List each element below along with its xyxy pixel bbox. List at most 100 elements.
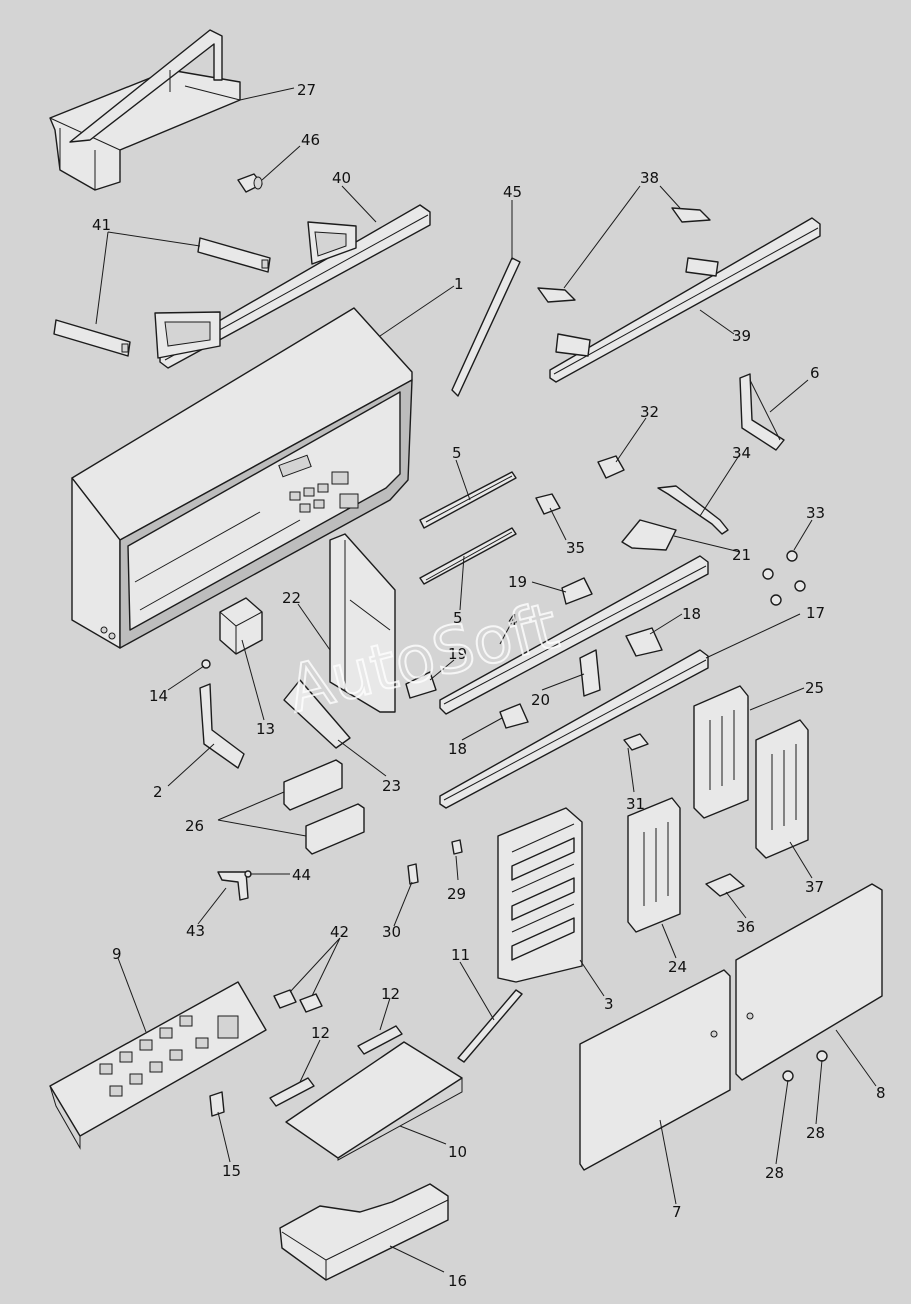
- callout-39: 39: [732, 327, 751, 345]
- callout-4: 4: [508, 611, 518, 629]
- callout-3: 3: [604, 995, 614, 1013]
- part-4-rail: [439, 555, 709, 715]
- callout-26: 26: [185, 817, 204, 835]
- callout-34: 34: [732, 444, 751, 462]
- callout-2: 2: [153, 783, 163, 801]
- part-42-caps: [273, 989, 323, 1013]
- part-46-plug: [237, 173, 263, 193]
- callout-10: 10: [448, 1143, 467, 1161]
- part-28-knobs: [782, 1050, 828, 1082]
- callout-13: 13: [256, 720, 275, 738]
- callout-30: 30: [382, 923, 401, 941]
- part-12-connectors: [269, 1025, 403, 1107]
- callout-32: 32: [640, 403, 659, 421]
- part-7-door: [579, 969, 731, 1171]
- part-37-card: [755, 719, 809, 859]
- part-26-channels: [283, 759, 365, 855]
- part-31-plate: [623, 733, 649, 751]
- part-38-brackets: [537, 207, 711, 303]
- part-32-relay: [597, 455, 625, 479]
- part-16-bracket: [279, 1183, 449, 1281]
- callout-37: 37: [805, 878, 824, 896]
- callout-labels: 27 46 40 45 38 41 1 39 6 32 5 34 33 35 2…: [92, 81, 886, 1290]
- callout-11: 11: [451, 946, 470, 964]
- callout-21: 21: [732, 546, 751, 564]
- callout-28-left: 28: [765, 1164, 784, 1182]
- callout-42: 42: [330, 923, 349, 941]
- part-19-brackets: [405, 577, 593, 699]
- part-33-nuts: [762, 550, 806, 606]
- part-25-card: [693, 685, 749, 819]
- part-10-tray: [285, 1041, 463, 1161]
- callout-22: 22: [282, 589, 301, 607]
- callout-38: 38: [640, 169, 659, 187]
- callout-20: 20: [531, 691, 550, 709]
- part-6-bracket: [739, 373, 785, 451]
- callout-41: 41: [92, 216, 111, 234]
- callout-1: 1: [454, 275, 464, 293]
- callout-28-right: 28: [806, 1124, 825, 1142]
- part-8-door: [735, 883, 883, 1081]
- callout-5-upper: 5: [452, 444, 462, 462]
- part-13-box: [219, 597, 263, 655]
- callout-12-left: 12: [311, 1024, 330, 1042]
- part-45-rod: [451, 257, 521, 397]
- callout-15: 15: [222, 1162, 241, 1180]
- callout-23: 23: [382, 777, 401, 795]
- part-2-bracket: [199, 683, 245, 769]
- part-30-bolt: [407, 863, 419, 885]
- callout-12-right: 12: [381, 985, 400, 1003]
- callout-35: 35: [566, 539, 585, 557]
- part-29-bolt: [451, 839, 463, 855]
- part-15-clip: [209, 1091, 225, 1117]
- callout-36: 36: [736, 918, 755, 936]
- part-39-rail: [549, 217, 821, 383]
- callout-43: 43: [186, 922, 205, 940]
- part-36-plate: [705, 873, 745, 897]
- part-24-card: [627, 797, 681, 933]
- part-35-module: [535, 493, 561, 515]
- part-40-handle-rail: [154, 204, 431, 369]
- callout-14: 14: [149, 687, 168, 705]
- part-17-rail: [439, 649, 709, 809]
- callout-17: 17: [806, 604, 825, 622]
- callout-8: 8: [876, 1084, 886, 1102]
- part-1-main-box: [71, 307, 413, 649]
- callout-18-lower: 18: [448, 740, 467, 758]
- callout-5-lower: 5: [453, 609, 463, 627]
- leader-lines: [95, 87, 877, 1273]
- callout-19-upper: 19: [508, 573, 527, 591]
- callout-44: 44: [292, 866, 311, 884]
- callout-19-lower: 19: [448, 645, 467, 663]
- callout-33: 33: [806, 504, 825, 522]
- callout-45: 45: [503, 183, 522, 201]
- callout-31: 31: [626, 795, 645, 813]
- callout-16: 16: [448, 1272, 467, 1290]
- part-27-tool-tray: [49, 29, 241, 191]
- callout-27: 27: [297, 81, 316, 99]
- callout-6: 6: [810, 364, 820, 382]
- part-3-rack: [497, 807, 583, 983]
- part-18-brackets: [499, 627, 663, 729]
- part-21-bracket: [621, 519, 677, 551]
- part-41-grips: [53, 237, 271, 357]
- callout-29: 29: [447, 885, 466, 903]
- part-5-rails: [419, 471, 517, 585]
- part-34-cable: [657, 485, 729, 535]
- callout-24: 24: [668, 958, 687, 976]
- part-20-bracket: [579, 649, 601, 697]
- part-23-channel: [283, 679, 351, 749]
- part-9-panel: [49, 981, 267, 1150]
- callout-9: 9: [112, 945, 122, 963]
- callout-18-upper: 18: [682, 605, 701, 623]
- callout-40: 40: [332, 169, 351, 187]
- callout-25: 25: [805, 679, 824, 697]
- part-43-44-clip: [217, 870, 252, 901]
- watermark-text: AutoSoft: [281, 589, 566, 727]
- callout-46: 46: [301, 131, 320, 149]
- part-11-strip: [457, 989, 523, 1063]
- callout-7: 7: [672, 1203, 682, 1221]
- part-22-panel: [329, 533, 396, 713]
